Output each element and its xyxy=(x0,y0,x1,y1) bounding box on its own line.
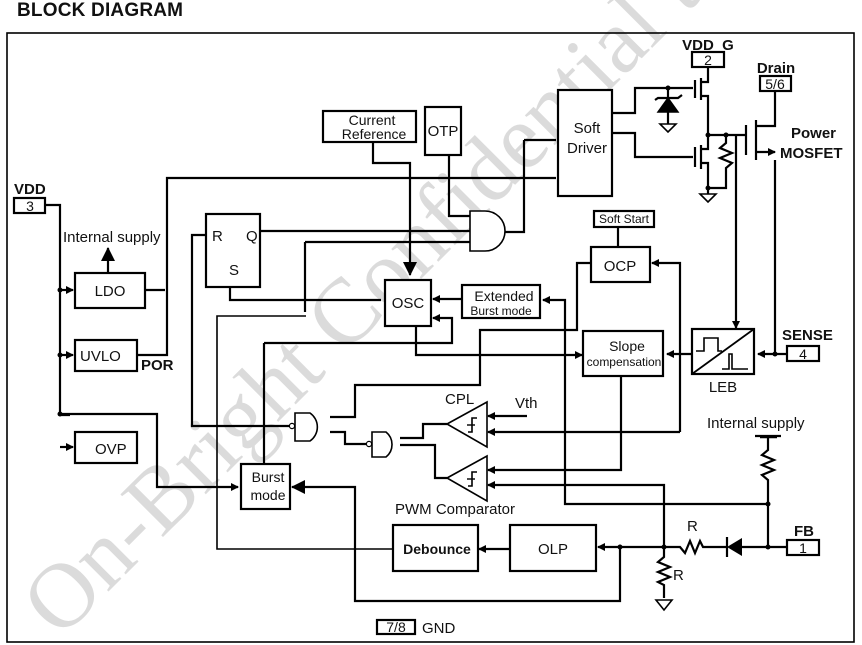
svg-text:S: S xyxy=(229,262,239,279)
current-reference-block: Current Reference xyxy=(321,109,418,144)
extended-burst-block: Extended Burst mode xyxy=(460,283,542,320)
svg-text:UVLO: UVLO xyxy=(80,348,121,365)
svg-text:Reference: Reference xyxy=(342,126,407,142)
svg-text:Current: Current xyxy=(349,112,396,128)
svg-text:SENSE: SENSE xyxy=(782,327,833,344)
svg-text:3: 3 xyxy=(26,198,34,214)
pin-fb: FB 1 xyxy=(785,523,821,557)
svg-text:7/8: 7/8 xyxy=(386,619,406,635)
diagram-title: BLOCK DIAGRAM xyxy=(17,0,184,21)
svg-text:compensation: compensation xyxy=(587,355,662,369)
nand-gate-1 xyxy=(288,412,319,442)
svg-text:5/6: 5/6 xyxy=(765,76,785,92)
svg-text:LEB: LEB xyxy=(709,379,737,396)
pin-vdd-g: VDD_G 2 xyxy=(682,37,734,69)
cpl-label: CPL xyxy=(445,391,474,408)
svg-text:OSC: OSC xyxy=(392,295,425,312)
svg-text:Burst mode: Burst mode xyxy=(470,304,532,318)
rs-flipflop: R Q S xyxy=(204,212,262,289)
pwm-comparator xyxy=(445,454,488,503)
power-mosfet-label: Power MOSFET xyxy=(780,125,843,162)
svg-text:MOSFET: MOSFET xyxy=(780,145,843,162)
svg-text:OVP: OVP xyxy=(95,441,127,458)
soft-driver-block: Soft Driver xyxy=(556,88,614,198)
svg-text:Soft: Soft xyxy=(574,120,602,137)
uvlo-block: UVLO xyxy=(73,338,139,373)
otp-block: OTP xyxy=(423,105,463,157)
svg-text:Drain: Drain xyxy=(757,60,795,77)
burst-mode-block: Burst mode xyxy=(239,462,292,511)
svg-text:mode: mode xyxy=(250,487,285,503)
osc-block: OSC xyxy=(383,278,433,328)
internal-supply-left-label: Internal supply xyxy=(63,229,161,246)
svg-text:Q: Q xyxy=(246,228,258,245)
svg-text:OCP: OCP xyxy=(604,258,637,275)
svg-text:GND: GND xyxy=(422,620,456,637)
pwm-comparator-label: PWM Comparator xyxy=(395,501,515,518)
pin-gnd: 7/8 GND xyxy=(375,618,456,637)
svg-text:OLP: OLP xyxy=(538,541,568,558)
cpl-comparator xyxy=(445,400,488,449)
svg-text:VDD: VDD xyxy=(14,181,46,198)
pin-sense: SENSE 4 xyxy=(782,327,833,363)
svg-text:1: 1 xyxy=(799,540,807,556)
svg-text:2: 2 xyxy=(704,52,712,68)
svg-text:Power: Power xyxy=(791,125,836,142)
leb-block: LEB xyxy=(690,327,756,396)
ldo-block: LDO xyxy=(73,271,147,310)
ocp-block: OCP xyxy=(589,245,652,284)
internal-supply-right-label: Internal supply xyxy=(707,415,805,432)
svg-text:Slope: Slope xyxy=(609,338,645,354)
svg-text:OTP: OTP xyxy=(428,123,459,140)
fb-diode-icon xyxy=(725,537,742,557)
svg-text:Debounce: Debounce xyxy=(403,541,471,557)
svg-text:VDD_G: VDD_G xyxy=(682,37,734,54)
svg-text:LDO: LDO xyxy=(95,283,126,300)
junction-dots xyxy=(57,85,778,550)
soft-start-block: Soft Start xyxy=(592,209,656,229)
chip-boundary xyxy=(6,32,855,643)
pin-drain: Drain 5/6 xyxy=(757,60,795,93)
svg-text:Driver: Driver xyxy=(567,140,607,157)
svg-text:4: 4 xyxy=(799,346,807,362)
resistor-r-label-2: R xyxy=(673,567,684,584)
nand-gate-2 xyxy=(365,431,393,458)
svg-text:Extended: Extended xyxy=(474,288,533,304)
ovp-block: OVP xyxy=(73,430,139,465)
por-label: POR xyxy=(141,357,174,374)
svg-text:FB: FB xyxy=(794,523,814,540)
svg-text:Soft Start: Soft Start xyxy=(599,212,650,226)
debounce-block: Debounce xyxy=(391,523,480,573)
and-gate xyxy=(469,210,506,252)
slope-compensation-block: Slope compensation xyxy=(581,329,665,378)
olp-block: OLP xyxy=(508,523,598,573)
svg-text:Burst: Burst xyxy=(252,469,285,485)
vth-label: Vth xyxy=(515,395,538,412)
pin-vdd: VDD 3 xyxy=(12,181,47,215)
resistor-r-label-1: R xyxy=(687,518,698,535)
svg-text:R: R xyxy=(212,228,223,245)
